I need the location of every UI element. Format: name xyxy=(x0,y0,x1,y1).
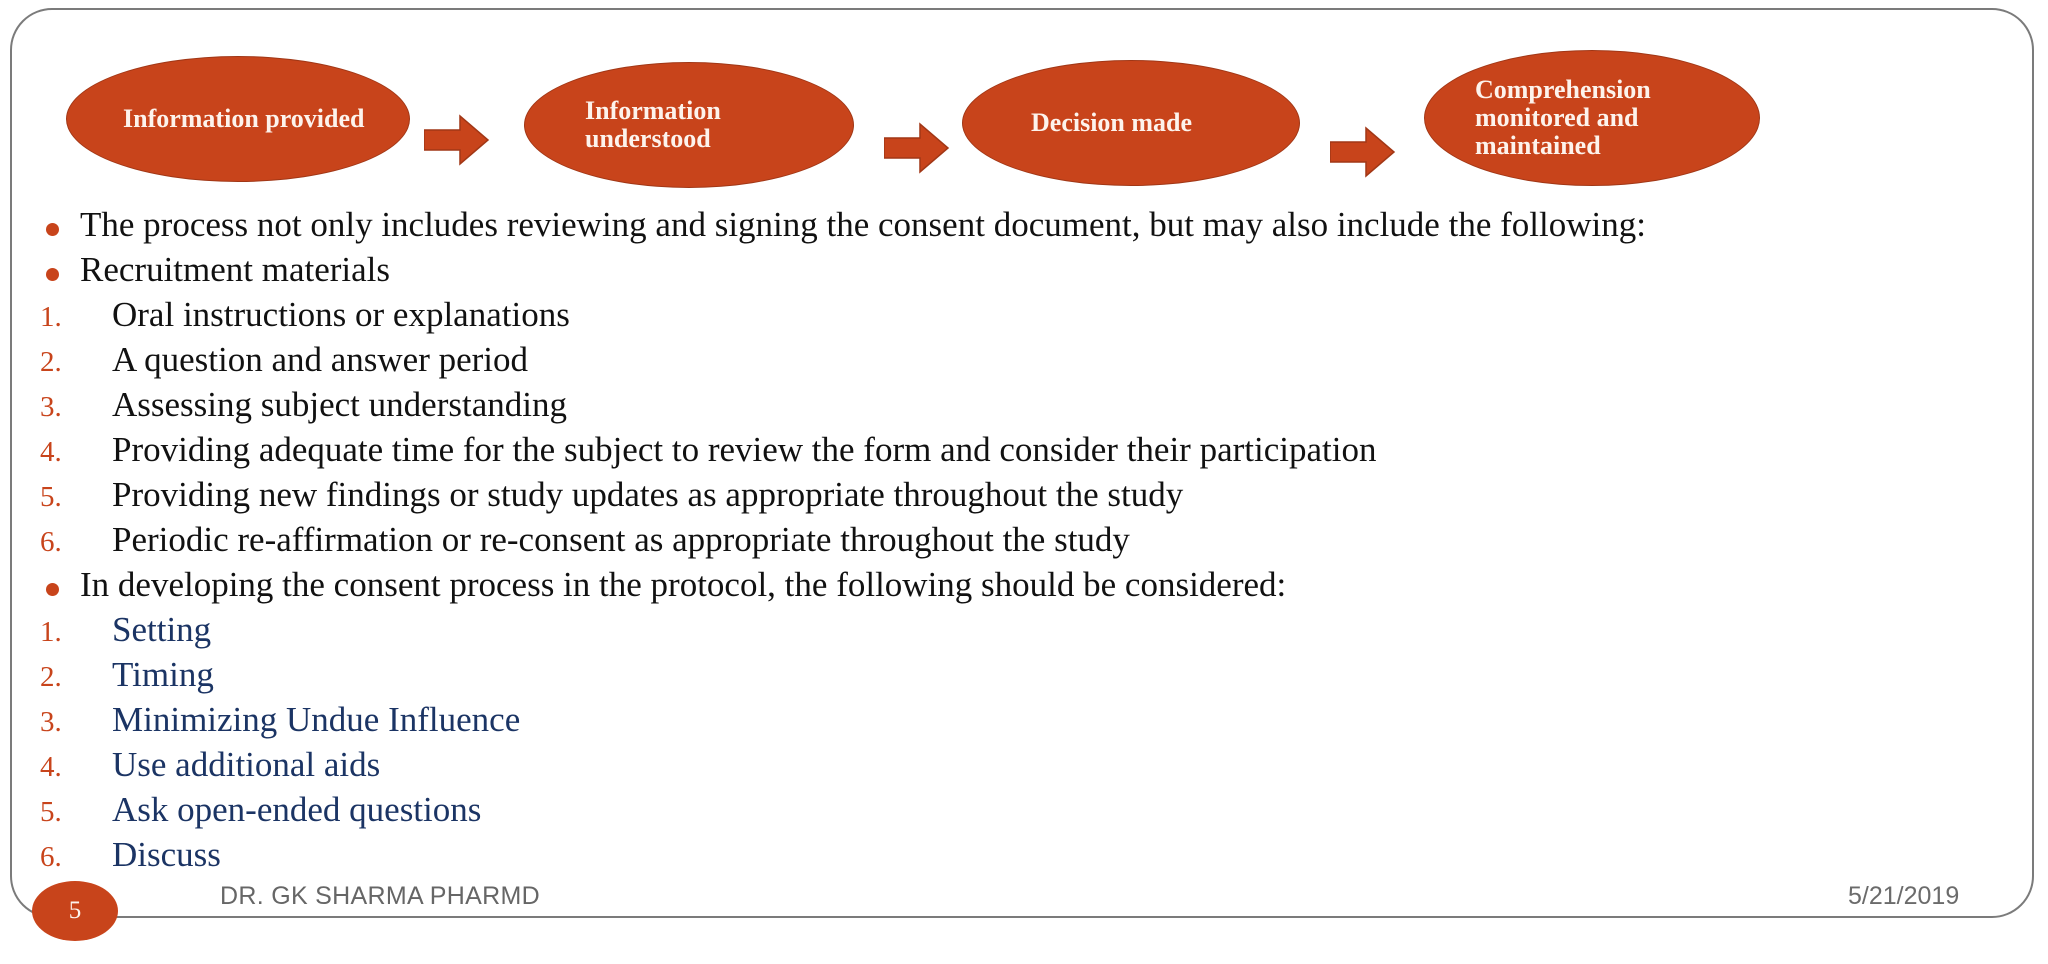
list-item-text: Use additional aids xyxy=(112,745,381,784)
list-item-text: Timing xyxy=(112,655,214,694)
slide-body-content: The process not only includes reviewing … xyxy=(0,205,2048,880)
process-node-label: Information provided xyxy=(123,104,365,134)
list-item: 3. Minimizing Undue Influence xyxy=(0,700,2048,745)
bullet-marker-icon xyxy=(28,574,76,602)
process-node-information-understood: Information understood xyxy=(524,62,854,188)
process-node-label: Information understood xyxy=(585,96,721,153)
list-item-text: Periodic re-affirmation or re-consent as… xyxy=(112,520,1130,559)
list-item-number: 1. xyxy=(40,301,62,333)
footer-date: 5/21/2019 xyxy=(1848,882,1960,910)
list-item-number: 4. xyxy=(40,436,62,468)
list-item-text: Providing new findings or study updates … xyxy=(112,475,1184,514)
list-item: 3. Assessing subject understanding xyxy=(0,385,2048,430)
list-item: 2. A question and answer period xyxy=(0,340,2048,385)
slide-number: 5 xyxy=(68,897,82,924)
list-item-text: Oral instructions or explanations xyxy=(112,295,570,334)
process-node-decision-made: Decision made xyxy=(962,60,1300,186)
process-flow-diagram: Information provided Information underst… xyxy=(0,24,2048,188)
process-node-comprehension-monitored: Comprehension monitored and maintained xyxy=(1424,50,1760,186)
list-item-number: 2. xyxy=(40,346,62,378)
process-node-information-provided: Information provided xyxy=(66,56,410,182)
footer-author: DR. GK SHARMA PHARMD xyxy=(220,882,540,910)
list-item-text: Recruitment materials xyxy=(80,250,391,289)
list-item-text: Ask open-ended questions xyxy=(112,790,482,829)
list-item-number: 3. xyxy=(40,706,62,738)
list-item-text: Minimizing Undue Influence xyxy=(112,700,521,739)
list-item-text: In developing the consent process in the… xyxy=(80,565,1287,604)
list-item-number: 6. xyxy=(40,841,62,873)
list-item: 5. Ask open-ended questions xyxy=(0,790,2048,835)
list-item-number: 2. xyxy=(40,661,62,693)
list-item-number: 5. xyxy=(40,796,62,828)
list-item-text: Discuss xyxy=(112,835,221,874)
list-item: 4. Use additional aids xyxy=(0,745,2048,790)
list-item: In developing the consent process in the… xyxy=(0,565,2048,610)
list-item-number: 1. xyxy=(40,616,62,648)
process-node-label: Decision made xyxy=(1031,108,1193,138)
arrow-right-icon xyxy=(1329,124,1396,180)
list-item: 2. Timing xyxy=(0,655,2048,700)
list-item-text: The process not only includes reviewing … xyxy=(80,205,1646,244)
process-node-label: Comprehension monitored and maintained xyxy=(1475,75,1651,160)
arrow-right-icon xyxy=(883,120,950,176)
list-item: 6. Discuss xyxy=(0,835,2048,880)
list-item: Recruitment materials xyxy=(0,250,2048,295)
list-item-text: A question and answer period xyxy=(112,340,529,379)
list-item: 1. Setting xyxy=(0,610,2048,655)
list-item-text: Assessing subject understanding xyxy=(112,385,567,424)
bullet-marker-icon xyxy=(28,259,76,287)
list-item-number: 6. xyxy=(40,526,62,558)
list-item-number: 3. xyxy=(40,391,62,423)
list-item: The process not only includes reviewing … xyxy=(0,205,2048,250)
arrow-right-icon xyxy=(423,112,490,168)
list-item-text: Providing adequate time for the subject … xyxy=(112,430,1377,469)
list-item: 4. Providing adequate time for the subje… xyxy=(0,430,2048,475)
list-item-number: 5. xyxy=(40,481,62,513)
list-item: 5. Providing new findings or study updat… xyxy=(0,475,2048,520)
list-item: 6. Periodic re-affirmation or re-consent… xyxy=(0,520,2048,565)
list-item: 1. Oral instructions or explanations xyxy=(0,295,2048,340)
list-item-number: 4. xyxy=(40,751,62,783)
slide-number-badge: 5 xyxy=(32,881,118,941)
list-item-text: Setting xyxy=(112,610,212,649)
bullet-marker-icon xyxy=(28,214,76,242)
